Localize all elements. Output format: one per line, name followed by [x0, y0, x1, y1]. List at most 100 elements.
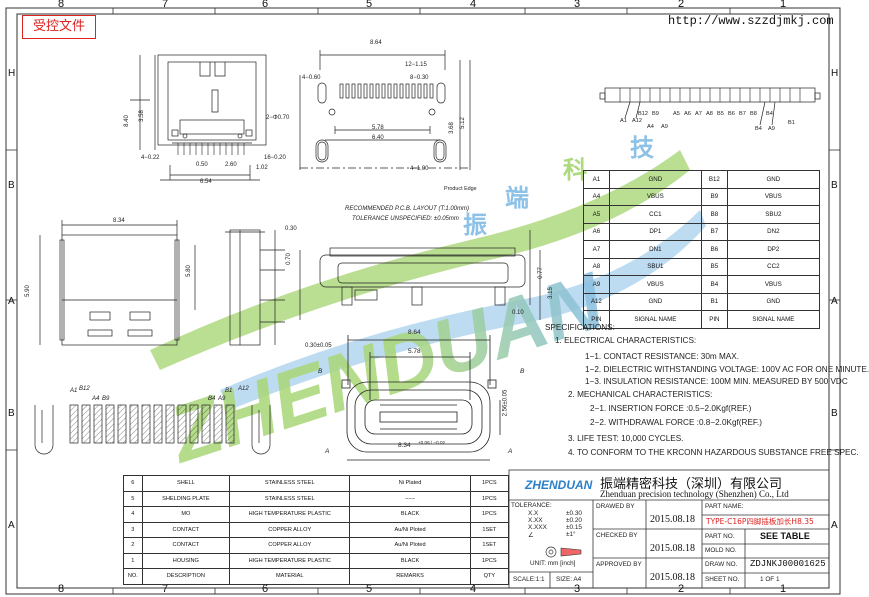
table-cell: 3 [123, 521, 143, 538]
pin-label: B6 [728, 111, 735, 117]
projection-symbol-icon [545, 546, 582, 558]
pcb-layout-note: RECOMMENDED P.C.B. LAYOUT (T:1.00mm) [345, 206, 470, 212]
spec-line: 4. TO CONFORM TO THE KRCONN HAZARDOUS SU… [568, 448, 859, 457]
table-cell: A1 [583, 170, 610, 189]
approved-by-label: APPROVED BY [596, 561, 642, 568]
table-cell: B4 [700, 275, 728, 294]
dim-label: 4−0.60 [302, 75, 321, 81]
grid-number: 5 [366, 0, 373, 10]
table-cell: SIGNAL NAME [726, 310, 821, 329]
dim-label: 12−1.15 [405, 62, 427, 68]
table-cell: Au/Ni Ploted [349, 521, 471, 538]
pin-label: A4 [92, 396, 100, 402]
dim-label: 5.78 [408, 348, 421, 355]
spec-line: 1−2. DIELECTRIC WITHSTANDING VOLTAGE: 10… [585, 365, 869, 374]
dim-label: 3.58 [138, 110, 145, 122]
spec-line: 1−1. CONTACT RESISTANCE: 30m MAX. [585, 352, 740, 361]
spec-line: 2. MECHANICAL CHARACTERISTICS: [568, 390, 713, 399]
table-cell: DP2 [726, 240, 821, 259]
controlled-document-stamp: 受控文件 [22, 15, 96, 39]
table-cell: 1PCS [469, 475, 510, 492]
pin-label: A7 [695, 111, 702, 117]
watermark-char: 端 [505, 184, 529, 212]
inner-frame [16, 13, 830, 589]
tolerance-key: X.X [528, 510, 539, 517]
draw-no-label: DRAW NO. [705, 561, 738, 568]
side-strip-view [599, 87, 821, 126]
dim-label: 8.40 [123, 115, 130, 127]
dim-label: 4−1.00 [410, 166, 429, 172]
dim-label: 8.64 [408, 329, 421, 336]
dim-label: 5.90 [24, 285, 31, 297]
table-cell: 5 [123, 490, 143, 507]
table-cell: B9 [700, 187, 728, 206]
table-cell: CONTACT [141, 537, 231, 554]
pin-label: B1 [225, 388, 233, 394]
table-cell: SHELDING PLATE [141, 490, 231, 507]
size-label: SIZE: A4 [556, 576, 582, 583]
grid-number: 8 [58, 583, 65, 595]
dim-label: 0.30 [285, 226, 297, 232]
mold-no-label: MOLD NO. [705, 547, 737, 554]
top-view [130, 54, 267, 181]
pin-label: A12 [238, 386, 249, 392]
pin-label: A9 [218, 396, 226, 402]
view-label-b: B [520, 368, 525, 375]
dim-label: 6.40 [372, 135, 384, 141]
tolerance-value: ±1° [566, 531, 576, 538]
pin-label: B9 [102, 396, 110, 402]
dim-label: 16−0.20 [264, 155, 286, 161]
checked-by-label: CHECKED BY [596, 532, 638, 539]
pin-label: B5 [717, 111, 724, 117]
grid-number: 3 [574, 583, 581, 595]
outer-frame [5, 7, 841, 595]
pin-label: A4 [647, 124, 654, 130]
dim-label: 8.34 [398, 442, 411, 449]
side-view [225, 229, 285, 346]
table-cell: 6 [123, 475, 143, 492]
grid-letter: A [8, 520, 15, 531]
table-cell: REMARKS [349, 568, 471, 585]
grid-number: 2 [678, 0, 685, 10]
tolerance-value: ±0.20 [566, 517, 582, 524]
grid-letter: B [8, 180, 15, 191]
tolerance-key: ∠ [528, 532, 534, 539]
table-cell: GND [608, 292, 702, 311]
pin-label: A6 [684, 111, 691, 117]
table-cell: A6 [583, 222, 610, 241]
table-cell: B7 [700, 222, 728, 241]
table-cell: GND [726, 170, 821, 189]
website-url[interactable]: http://www.szzdjmkj.com [668, 14, 834, 28]
table-cell: GND [608, 170, 702, 189]
dim-tolerance: +0.06 / −0.02 [418, 440, 446, 445]
view-label-b: B [318, 368, 323, 375]
drawing-canvas: ZHENDUAN [5, 7, 841, 595]
table-cell: A8 [583, 257, 610, 276]
pin-label: B4 [208, 396, 216, 402]
grid-number: 5 [366, 583, 373, 595]
unit-label: UNIT: mm [inch] [530, 560, 576, 567]
grid-number: 1 [780, 0, 787, 10]
table-cell: 4 [123, 506, 143, 523]
grid-number: 7 [162, 0, 169, 10]
grid-number: 4 [470, 0, 477, 10]
table-cell: MO [141, 506, 231, 523]
table-cell: 1PCS [469, 506, 510, 523]
table-cell: DP1 [608, 222, 702, 241]
table-cell: SIGNAL NAME [608, 310, 702, 329]
table-cell: B8 [700, 205, 728, 224]
dim-label: 0.30±0.05 [305, 343, 332, 349]
table-cell: B12 [700, 170, 728, 189]
dim-label: 8.34 [113, 218, 125, 224]
table-cell: 1PCS [469, 552, 510, 569]
dim-label: 2.56±0.05 [502, 389, 509, 417]
dim-label: 6.54 [200, 179, 212, 185]
checked-date: 2015.08.18 [650, 543, 695, 554]
